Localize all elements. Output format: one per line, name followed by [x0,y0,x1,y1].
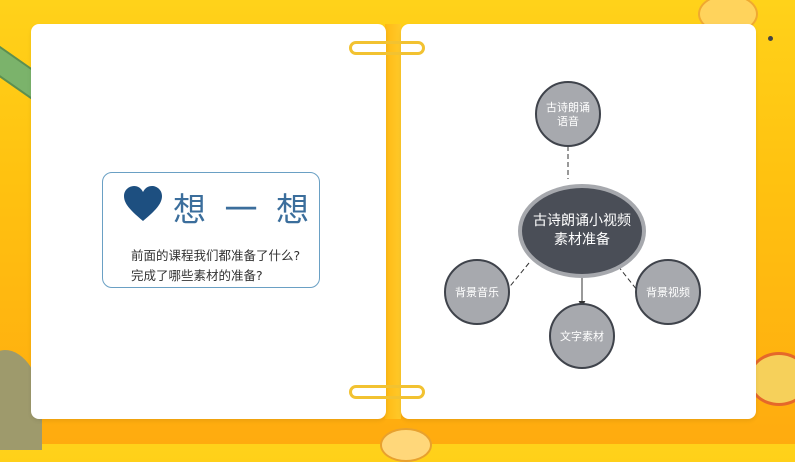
star-decoration [768,36,773,41]
connector-left [506,262,530,291]
mindmap-center-node: 古诗朗诵小视频 素材准备 [518,184,646,278]
node-top-line-1: 古诗朗诵 [546,100,590,114]
center-node-line-2: 素材准备 [554,231,610,248]
think-title: 想 一 想 [173,190,313,229]
mindmap-diagram: 古诗朗诵小视频 素材准备 古诗朗诵 语音 背景音乐 文字素材 背景视频 [444,81,701,369]
node-right-label: 背景视频 [646,285,690,299]
binder-ring-bottom [349,385,425,399]
node-left-label: 背景音乐 [455,285,499,299]
connector-right [617,265,638,291]
heart-icon [124,186,162,221]
node-top-line-2: 语音 [557,114,579,128]
mindmap-node-top: 古诗朗诵 语音 [535,81,601,147]
center-node-line-1: 古诗朗诵小视频 [533,213,631,229]
planet-decoration-bottom [380,428,432,462]
think-card: 想 一 想 前面的课程我们都准备了什么? 完成了哪些素材的准备? [102,172,320,288]
mindmap-node-right: 背景视频 [635,259,701,325]
binder-ring-top [349,41,425,55]
notebook-spine [385,24,401,419]
mindmap-node-left: 背景音乐 [444,259,510,325]
think-question-2: 完成了哪些素材的准备? [131,268,263,283]
mindmap-node-bottom: 文字素材 [549,303,615,369]
think-question-1: 前面的课程我们都准备了什么? [131,248,301,263]
node-bottom-label: 文字素材 [560,329,604,343]
